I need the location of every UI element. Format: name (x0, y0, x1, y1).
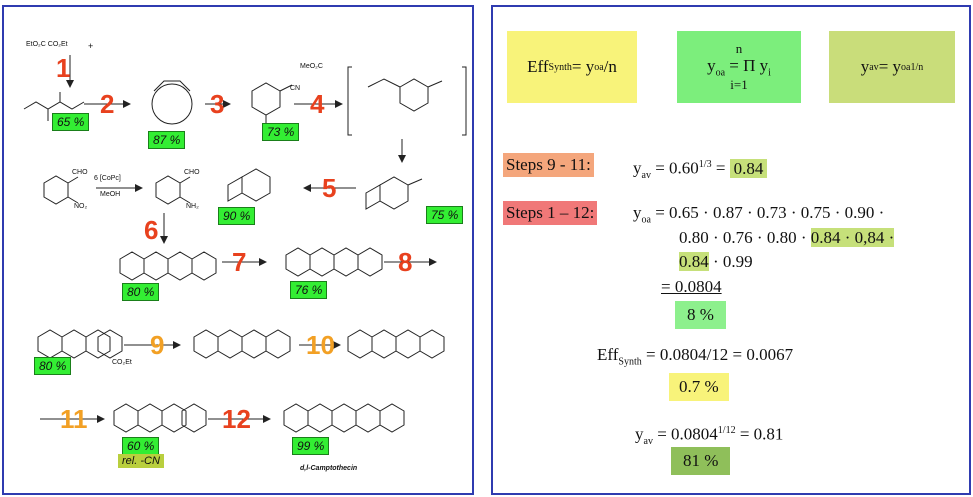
step-number-3: 3 (210, 89, 224, 119)
yield-step-7: 76 % (290, 281, 328, 299)
step-number-10: 10 (306, 330, 335, 360)
yield-step-1: 65 % (52, 113, 90, 131)
structure-michael-adduct (367, 78, 443, 112)
step-number-2: 2 (100, 89, 114, 119)
structure-nitrobenzaldehyde (43, 175, 79, 205)
structure-row5-a (113, 403, 207, 433)
step-number-4: 4 (310, 89, 325, 119)
structure-row4-c (347, 329, 445, 359)
steps-9-11-expression: yav = 0.601/3 = 0.84 (633, 155, 768, 186)
steps-1-12-label: Steps 1 – 12: (503, 201, 598, 225)
structure-bicyclic-pyridone (365, 176, 423, 210)
yield-step-3: 73 % (262, 123, 300, 141)
overall-yield-result: = 0.0804 (661, 277, 722, 296)
structure-enone-bicycle (227, 168, 271, 202)
product-name: d,l-Camptothecin (300, 465, 358, 472)
step-number-12: 12 (222, 404, 251, 434)
structure-row4-b (193, 329, 291, 359)
formula-overall-yield-box: n yoa = Π yi i=1 (677, 31, 801, 103)
label-co2et: CO₂Et (112, 359, 132, 366)
average-yield-calculation: yav = 0.08041/12 = 0.81 (635, 424, 784, 448)
structure-camptothecin (283, 403, 405, 433)
reagent-plus: + (88, 41, 94, 51)
overall-yield-line-1: yoa = 0.65 · 0.87 · 0.73 · 0.75 · 0.90 · (633, 203, 885, 226)
overall-yield-line-3: 0.84 · 0.99 (679, 252, 753, 271)
yield-step-5: 90 % (218, 207, 256, 225)
structure-cyclization-intermediate (151, 80, 193, 125)
note-rel-cn: rel. -CN (118, 454, 164, 468)
yield-step-11: 60 % (122, 437, 160, 455)
step-number-5: 5 (322, 173, 336, 203)
reagent-acrylate: MeO₂C (300, 63, 323, 70)
step-number-9: 9 (150, 330, 164, 360)
yield-step-8: 80 % (34, 357, 72, 375)
steps-9-11-label: Steps 9 - 11: (503, 153, 594, 177)
reagent-diester: EtO₂C CO₂Et (26, 41, 68, 48)
label-cho-1: CHO (72, 169, 88, 176)
label-cn: CN (290, 85, 301, 92)
efficiency-percent: 0.7 % (669, 373, 729, 401)
synthesis-scheme-panel: 1 2 3 4 5 6 7 8 9 10 11 12 EtO₂C CO₂Et +… (2, 5, 474, 495)
structure-diketoester (23, 92, 85, 121)
average-yield-percent: 81 % (671, 447, 731, 475)
reagent-copc: 6 [CoPc] (94, 175, 121, 182)
label-nh2: NH₂ (186, 203, 199, 210)
reagent-methanol: MeOH (100, 191, 121, 198)
overall-yield-line-2: 0.80 · 0.76 · 0.80 · 0.84 · 0,84 · (679, 228, 895, 247)
structure-tetracycle-76 (285, 247, 383, 277)
scheme-drawing: 1 2 3 4 5 6 7 8 9 10 11 12 (23, 53, 467, 434)
structure-aminobenzaldehyde (155, 175, 191, 205)
structure-tetracycle-80 (119, 251, 217, 281)
step-number-6: 6 (144, 215, 158, 245)
step-number-7: 7 (232, 247, 246, 277)
step-number-1: 1 (56, 53, 70, 83)
efficiency-calculation: EffSynth = 0.0804/12 = 0.0067 (597, 345, 794, 368)
step-number-8: 8 (398, 247, 412, 277)
label-no2: NO₂ (74, 203, 88, 210)
yield-step-4: 75 % (426, 206, 464, 224)
step-number-11: 11 (60, 404, 88, 434)
structure-row4-a (37, 329, 123, 359)
overall-yield-percent: 8 % (675, 301, 726, 329)
yield-step-6: 80 % (122, 283, 160, 301)
steps-9-11-result: 0.84 (729, 158, 768, 178)
yield-step-2: 87 % (148, 131, 186, 149)
label-cho-2: CHO (184, 169, 200, 176)
yield-step-12: 99 % (292, 437, 330, 455)
structure-pyridone (251, 82, 293, 125)
